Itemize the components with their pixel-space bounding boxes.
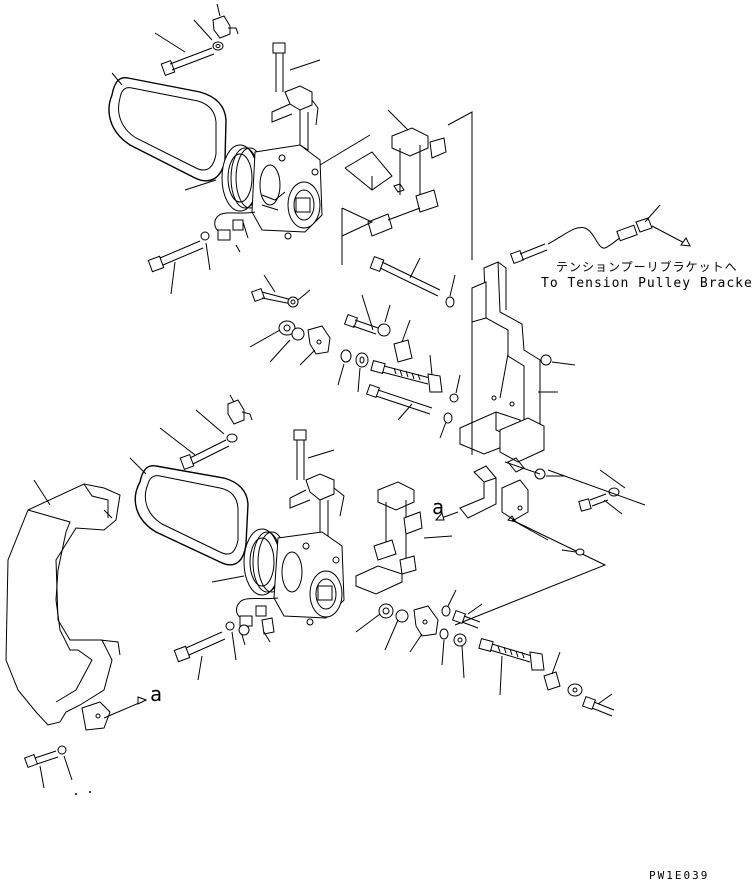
cover-bolt [23, 745, 91, 795]
clip-lower [227, 394, 253, 425]
spacer-bracket-lower [355, 481, 453, 595]
v-belt-lower [129, 457, 249, 566]
drawing-code: PW1E039 [649, 869, 710, 882]
bolt-vertical-lower [293, 429, 335, 480]
long-bolt-mid [369, 256, 456, 308]
plate-bracket-lower [459, 465, 549, 541]
long-bolt-upper [147, 231, 211, 295]
bolts-mid-right [337, 294, 413, 393]
view-mark-upper: a [432, 495, 445, 519]
bracket-upper [271, 85, 319, 151]
compressor-upper [184, 134, 371, 240]
belt-cover [5, 479, 121, 731]
hardware-lower-row [355, 589, 483, 679]
hose-upper [509, 204, 691, 265]
spacer-bracket-upper [367, 109, 447, 237]
wiring-upper [214, 211, 256, 253]
view-arrow-lower [103, 696, 148, 719]
threaded-bolt-lower [478, 638, 615, 717]
bolts-right [547, 469, 646, 515]
tension-pulley-note-jp: テンションプーリブラケットへ [556, 260, 738, 274]
wiring-lower [236, 597, 279, 646]
threaded-bolt-mid [370, 354, 443, 393]
bolt-upper-1 [154, 19, 224, 76]
clip-upper [212, 3, 239, 39]
small-bolts-mid [249, 274, 331, 366]
main-bracket [459, 261, 576, 480]
upper-assembly [108, 3, 691, 515]
long-bolt-lower [173, 621, 250, 681]
bolt-lower-1 [159, 409, 238, 470]
tension-pulley-note-en: To Tension Pulley Bracket [541, 276, 752, 291]
bolt-lower-mid [365, 374, 461, 439]
view-arrow-upper [434, 511, 459, 521]
compressor-lower [211, 528, 345, 626]
bolt-vertical-upper [272, 42, 321, 92]
lower-assembly [5, 394, 615, 795]
v-belt-upper [108, 72, 227, 182]
view-mark-lower: a [150, 682, 163, 706]
